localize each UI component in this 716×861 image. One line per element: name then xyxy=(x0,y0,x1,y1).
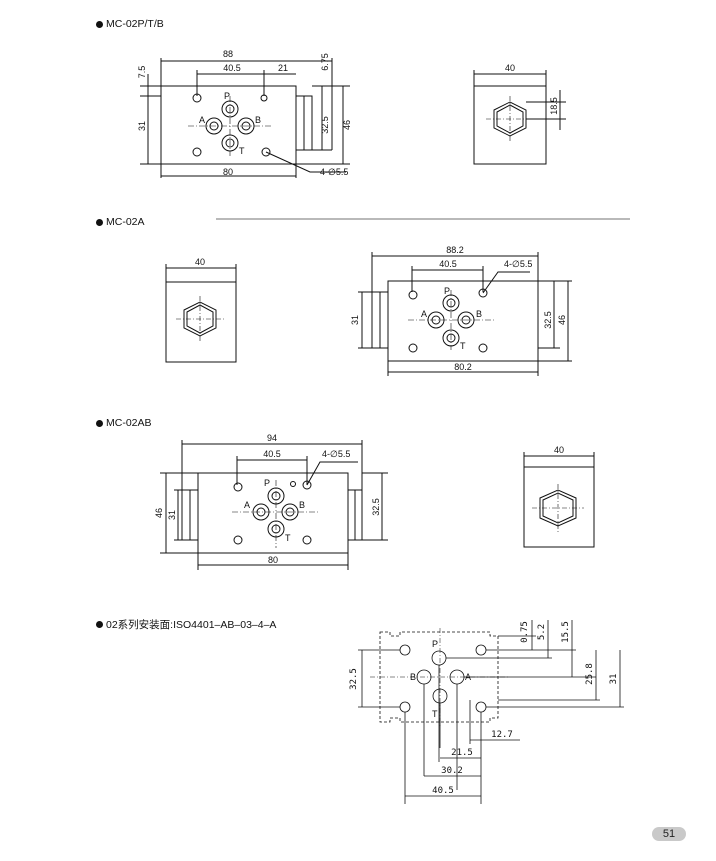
dim-5-2: 5.2 xyxy=(537,624,547,640)
dim-holes: 4-∅5.5 xyxy=(322,449,350,459)
dim-46: 46 xyxy=(557,315,567,325)
section-title-mounting-surface: 02系列安装面:ISO4401–AB–03–4–A xyxy=(96,617,276,632)
dim-46: 46 xyxy=(154,508,164,518)
port-b-label: B xyxy=(476,309,482,319)
dim-21: 21 xyxy=(278,63,288,73)
section-title-mc02a: MC-02A xyxy=(96,216,145,228)
side-dim-18-5: 18.5 xyxy=(549,97,559,115)
dim-94: 94 xyxy=(267,433,277,443)
dim-holes: 4-∅5.5 xyxy=(504,259,532,269)
dim-holes: 4-∅5.5 xyxy=(320,167,348,177)
port-p-label: P xyxy=(224,91,230,101)
port-t-label: T xyxy=(432,709,438,719)
port-p-label: P xyxy=(264,478,270,488)
dim-12-7: 12.7 xyxy=(491,730,513,740)
section-title-mc02ptb: MC-02P/T/B xyxy=(96,18,164,30)
section-title-text: MC-02A xyxy=(106,216,145,228)
dim-88: 88 xyxy=(223,49,233,59)
dim-32-5: 32.5 xyxy=(349,668,359,690)
section-title-mc02ab: MC-02AB xyxy=(96,417,152,429)
dim-0-75: 0.75 xyxy=(520,621,530,643)
dim-31: 31 xyxy=(609,674,619,685)
port-b-label: B xyxy=(299,500,305,510)
dim-80-2: 80.2 xyxy=(454,362,472,372)
side-dim-40: 40 xyxy=(505,63,515,73)
dim-6-75: 6.75 xyxy=(320,53,330,71)
dim-25-8: 25.8 xyxy=(585,663,595,685)
dim-30-2: 30.2 xyxy=(441,766,463,776)
port-a-label: A xyxy=(199,115,205,125)
bullet-icon xyxy=(96,419,103,427)
dim-21-5: 21.5 xyxy=(451,748,473,758)
bullet-icon xyxy=(96,218,103,226)
section-title-text: MC-02AB xyxy=(106,417,152,429)
dim-31: 31 xyxy=(137,121,147,131)
dim-31: 31 xyxy=(167,510,177,520)
bullet-icon xyxy=(96,621,103,628)
page-number: 51 xyxy=(662,828,676,840)
dim-32-5: 32.5 xyxy=(371,498,381,516)
dim-46: 46 xyxy=(342,120,352,130)
page-number-badge: 51 xyxy=(652,827,686,841)
dim-32-5: 32.5 xyxy=(543,311,553,329)
section-title-text: MC-02P/T/B xyxy=(106,18,164,30)
port-a-label: A xyxy=(465,672,471,682)
port-t-label: T xyxy=(285,533,291,543)
dim-80: 80 xyxy=(223,167,233,177)
dim-40-5: 40.5 xyxy=(223,63,241,73)
port-b-label: B xyxy=(255,115,261,125)
port-p-label: P xyxy=(444,286,450,296)
section-title-text: 02系列安装面:ISO4401–AB–03–4–A xyxy=(106,619,277,631)
dim-40-5: 40.5 xyxy=(439,259,457,269)
dim-88-2: 88.2 xyxy=(446,245,464,255)
port-a-label: A xyxy=(244,500,250,510)
bullet-icon xyxy=(96,20,103,28)
dim-80: 80 xyxy=(268,555,278,565)
dim-15-5: 15.5 xyxy=(561,621,571,643)
port-p-label: P xyxy=(432,639,438,649)
dim-32-5: 32.5 xyxy=(320,116,330,134)
port-t-label: T xyxy=(239,146,245,156)
dim-40-5: 40.5 xyxy=(432,786,454,796)
dim-31: 31 xyxy=(350,315,360,325)
dim-7-5: 7.5 xyxy=(137,66,147,79)
port-a-label: A xyxy=(421,309,427,319)
port-b-label: B xyxy=(410,672,416,682)
port-t-label: T xyxy=(460,341,466,351)
side-dim-40: 40 xyxy=(195,257,205,267)
dim-40-5: 40.5 xyxy=(263,449,281,459)
side-dim-40: 40 xyxy=(554,445,564,455)
